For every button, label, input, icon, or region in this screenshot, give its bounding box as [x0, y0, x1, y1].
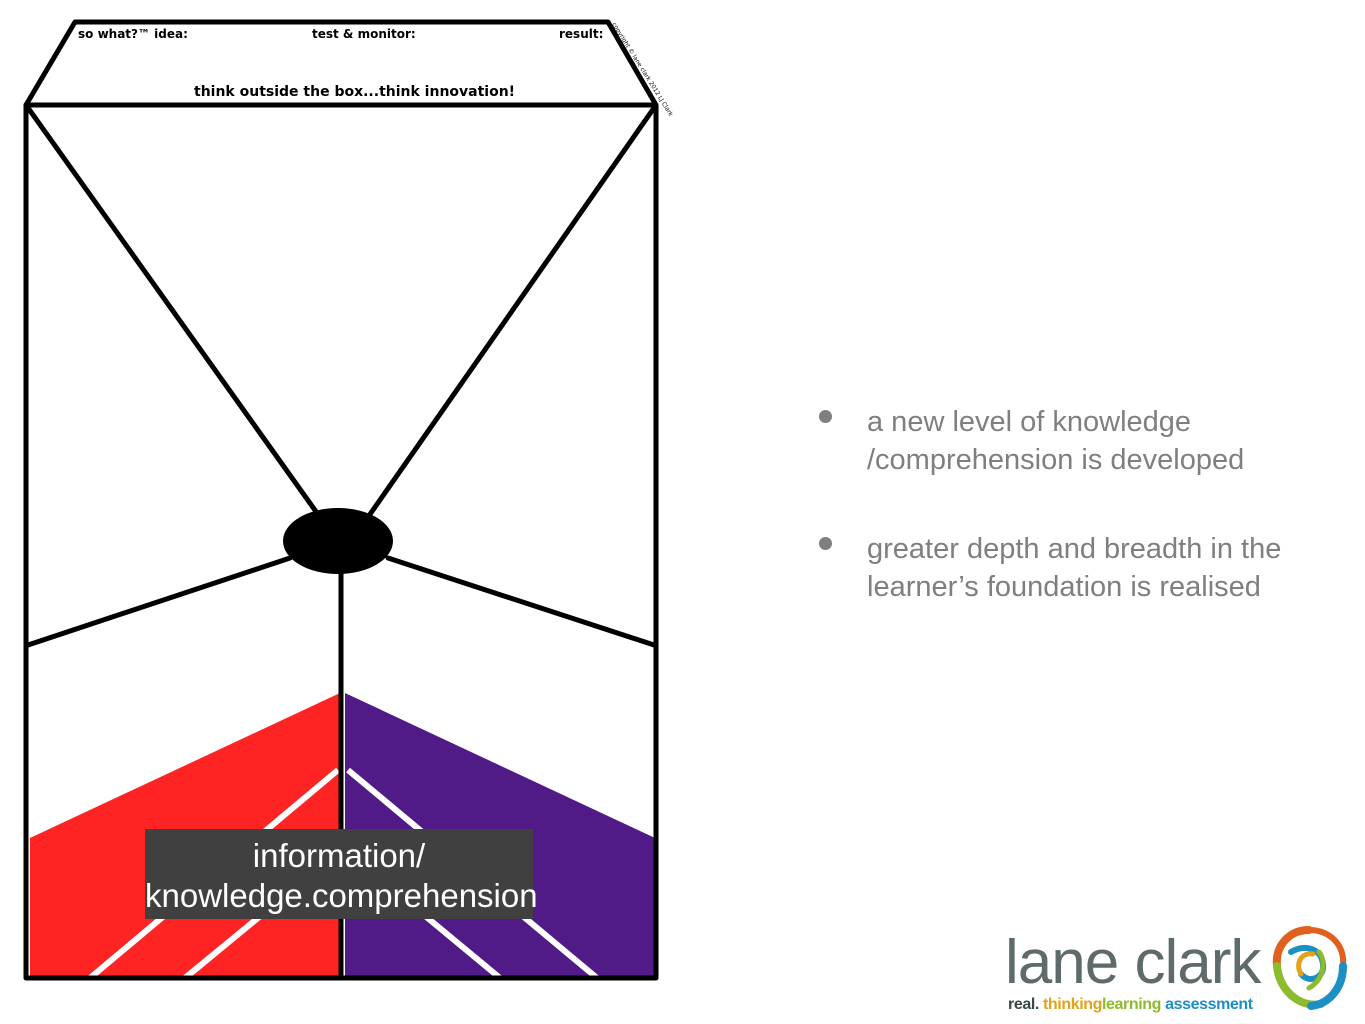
- center-node: [283, 508, 393, 574]
- caption-line-2: knowledge.comprehension: [145, 877, 538, 914]
- lane-clark-logo: lane clark real. thinkinglearning assess…: [1005, 920, 1360, 1020]
- tagline-real: real.: [1008, 996, 1039, 1013]
- tagline-thinking: thinking: [1042, 996, 1102, 1013]
- tagline-assessment: assessment: [1165, 996, 1253, 1013]
- header-right-label: result:: [559, 27, 603, 41]
- bullet-item: a new level of knowledge /comprehension …: [815, 403, 1295, 479]
- bullet-list: a new level of knowledge /comprehension …: [815, 403, 1295, 657]
- logo-wordmark: lane clark: [1005, 928, 1261, 997]
- header-center-text: think outside the box...think innovation…: [194, 84, 515, 100]
- caption-line-1: information/: [252, 837, 426, 874]
- diagram-caption: information/ knowledge.comprehension: [145, 829, 538, 919]
- bullet-item: greater depth and breadth in the learner…: [815, 530, 1295, 606]
- header-center-label: test & monitor:: [312, 27, 416, 41]
- header-left-label: so what?™ idea:: [78, 27, 188, 41]
- tagline-learning: learning: [1101, 996, 1162, 1013]
- logo-tagline: real. thinkinglearning assessment: [1008, 996, 1253, 1014]
- logo-knot-icon: [1272, 926, 1347, 1010]
